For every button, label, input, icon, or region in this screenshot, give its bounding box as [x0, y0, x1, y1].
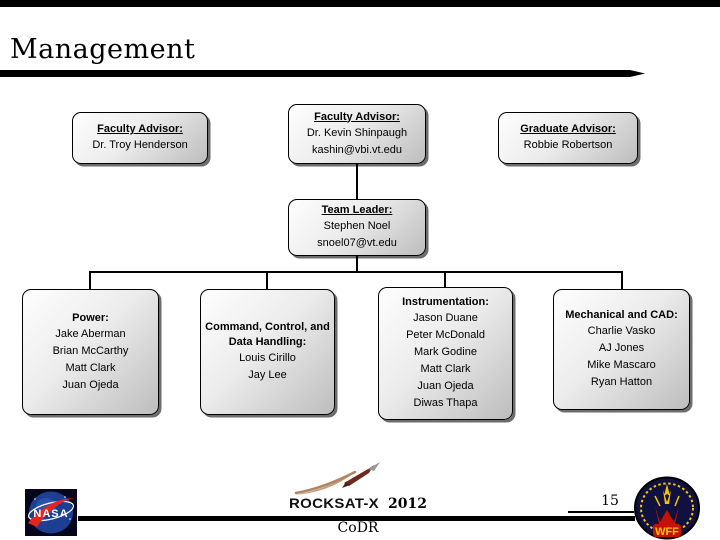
page-title: Management [10, 34, 196, 65]
nasa-logo-text: NASA [33, 508, 68, 520]
member-email: kashin@vbi.vt.edu [311, 143, 403, 156]
footer-rule [78, 516, 635, 521]
program-year: 2012 [387, 496, 427, 512]
org-box-command-control-data-handling: Command, Control, and Data Handling: Lou… [200, 289, 335, 415]
review-label: CoDR [337, 520, 379, 536]
member-name: Mike Mascaro [587, 359, 656, 371]
member-name: Matt Clark [65, 361, 116, 374]
member-name: Jake Aberman [55, 327, 126, 340]
connector-drop-cdh [266, 271, 268, 289]
member-name: Louis Cirillo [239, 352, 296, 364]
member-name: Robbie Robertson [523, 139, 613, 151]
rocksat-branding: ROCKSAT-X 2012 [283, 495, 433, 512]
org-box-heading: Team Leader: [321, 204, 393, 216]
org-box-heading: Graduate Advisor: [520, 123, 616, 135]
connector-drop-instrumentation [444, 271, 446, 287]
member-name: Dr. Kevin Shinpaugh [306, 126, 408, 139]
connector-leader-to-bus [356, 256, 358, 272]
org-box-mechanical-cad: Mechanical and CAD: Charlie Vasko AJ Jon… [553, 289, 690, 410]
wff-patch-icon: WFF [634, 476, 700, 540]
top-border-strip [0, 0, 720, 7]
rocket-trail-icon [293, 462, 380, 495]
wff-logo-text: WFF [655, 526, 679, 538]
member-name: AJ Jones [598, 342, 645, 354]
org-box-heading: Faculty Advisor: [314, 110, 400, 123]
member-name: Jason Duane [413, 312, 478, 324]
org-box-heading: Power: [72, 311, 109, 324]
member-name: Peter McDonald [406, 329, 485, 341]
connector-drop-mechanical [621, 271, 623, 289]
footer-rule-thin [568, 511, 634, 513]
connector-advisor-to-leader [356, 164, 358, 199]
member-name: Matt Clark [420, 363, 471, 375]
member-name: Ryan Hatton [590, 376, 653, 388]
org-box-power: Power: Jake Aberman Brian McCarthy Matt … [22, 289, 159, 415]
org-box-faculty-advisor-2: Faculty Advisor: Dr. Kevin Shinpaugh kas… [288, 104, 426, 164]
org-box-heading: Mechanical and CAD: [565, 309, 678, 321]
rocksat-logo-text: ROCKSAT-X [289, 495, 379, 512]
member-name: Juan Ojeda [417, 380, 474, 392]
org-box-heading: Command, Control, and Data Handling: [205, 321, 330, 348]
member-name: Stephen Noel [323, 220, 391, 232]
member-name: Juan Ojeda [62, 378, 119, 391]
org-box-graduate-advisor: Graduate Advisor: Robbie Robertson [498, 112, 638, 164]
member-name: Charlie Vasko [587, 325, 656, 337]
member-name: Mark Godine [414, 346, 477, 358]
member-name: Brian McCarthy [52, 344, 129, 357]
org-box-faculty-advisor-1: Faculty Advisor: Dr. Troy Henderson [72, 112, 208, 164]
slide-number: 15 [601, 493, 619, 509]
member-email: snoel07@vt.edu [317, 237, 397, 249]
nasa-logo-icon: NASA [25, 489, 77, 536]
org-box-heading: Instrumentation: [402, 296, 489, 308]
org-box-team-leader: Team Leader: Stephen Noel snoel07@vt.edu [288, 199, 426, 256]
connector-drop-power [89, 271, 91, 289]
org-box-heading: Faculty Advisor: [97, 123, 183, 135]
member-name: Diwas Thapa [413, 397, 478, 409]
connector-horizontal-bus [89, 271, 623, 273]
member-name: Jay Lee [248, 369, 287, 381]
org-box-instrumentation: Instrumentation: Jason Duane Peter McDon… [378, 287, 513, 420]
title-underline-bar [0, 70, 645, 77]
member-name: Dr. Troy Henderson [92, 139, 188, 151]
